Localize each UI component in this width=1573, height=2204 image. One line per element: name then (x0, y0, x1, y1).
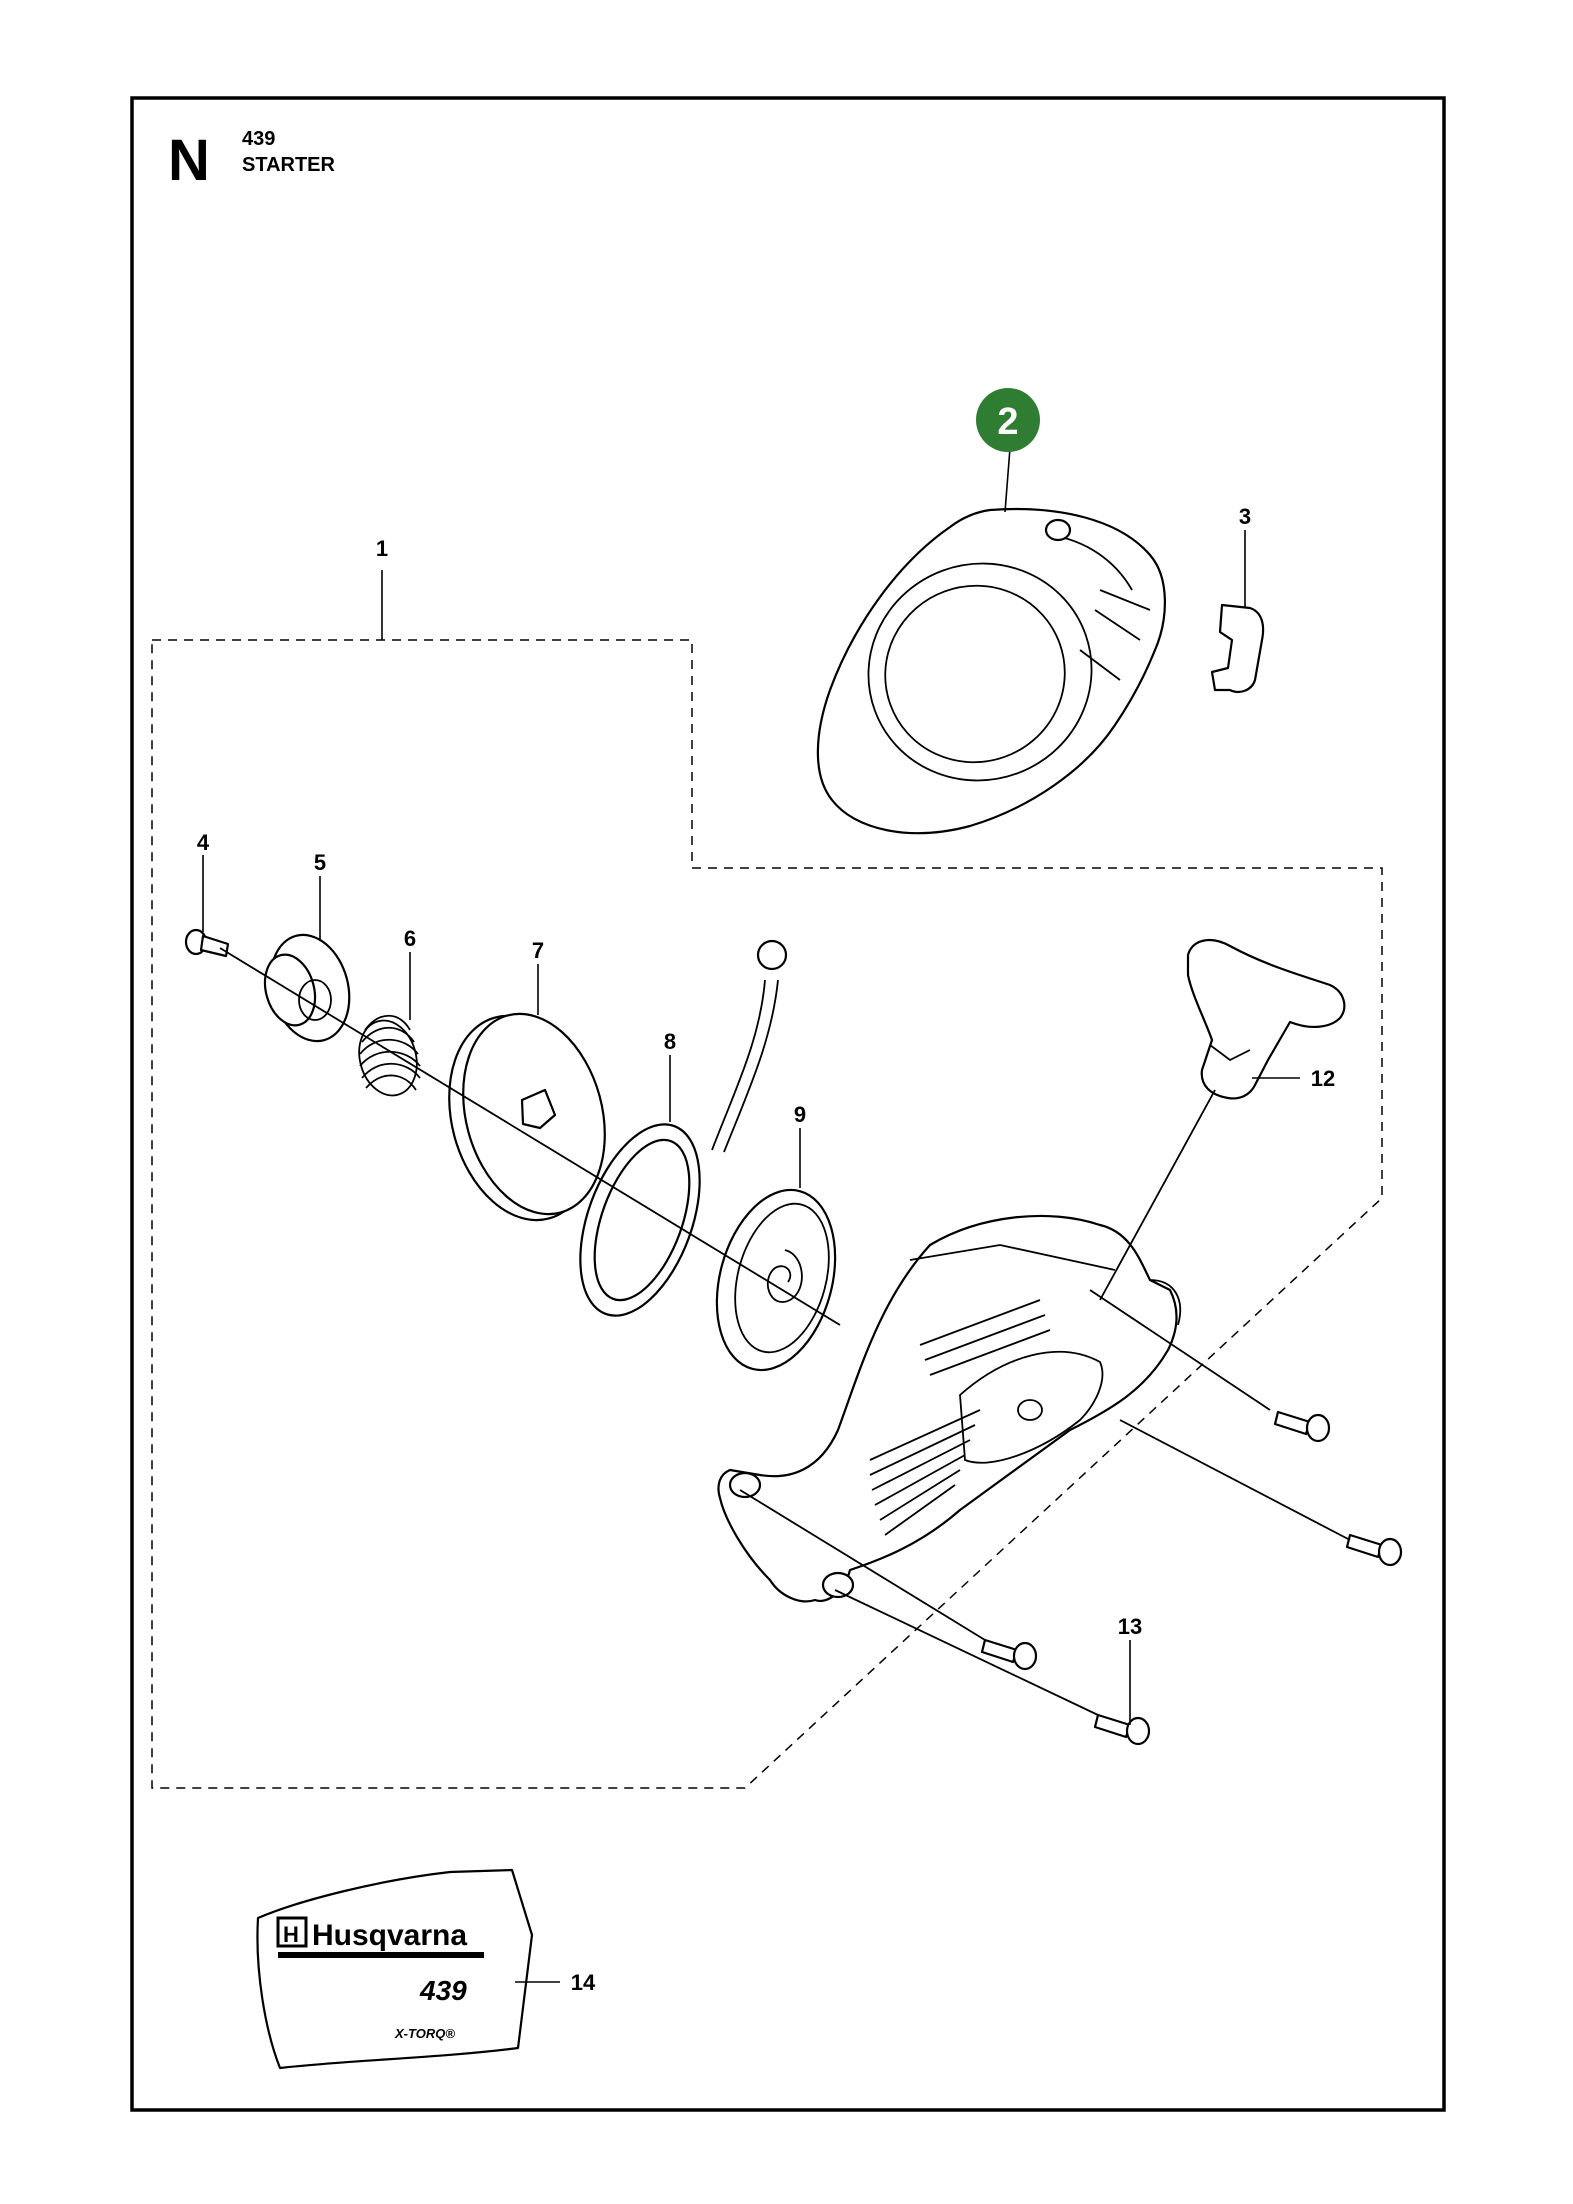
part-6-spring[interactable] (351, 1014, 425, 1102)
part-3-pawl[interactable] (1210, 603, 1265, 694)
highlight-number: 2 (997, 401, 1018, 443)
callout-4[interactable]: 4 (197, 830, 210, 855)
part-13-screw-a[interactable] (1273, 1410, 1331, 1443)
section-letter: N (168, 128, 210, 193)
callout-3[interactable]: 3 (1239, 504, 1251, 529)
decal-brand: Husqvarna (312, 1919, 467, 1952)
part-8-starter-rope[interactable] (557, 939, 788, 1332)
screw-axis-b (1119, 1419, 1351, 1541)
callout-1[interactable]: 1 (376, 536, 388, 561)
screw-axis-a (1089, 1289, 1271, 1411)
callout-13[interactable]: 13 (1118, 1614, 1142, 1639)
callout-9[interactable]: 9 (794, 1102, 806, 1127)
decal-rule (278, 1952, 484, 1958)
highlight-badge (976, 388, 1040, 452)
part-13-screw-c[interactable] (980, 1638, 1038, 1671)
callout-14[interactable]: 14 (571, 1970, 596, 1995)
model-number: 439 (242, 128, 275, 150)
part-9-recoil-spring[interactable] (698, 1177, 854, 1384)
callout-7[interactable]: 7 (532, 938, 544, 963)
part-13-screw-d[interactable] (1093, 1713, 1151, 1746)
svg-text:H: H (283, 1922, 299, 1947)
screw-axis-c (739, 1489, 986, 1641)
callout-8[interactable]: 8 (664, 1029, 676, 1054)
brand-crown-icon: H (276, 1916, 308, 1948)
part-5-pulley-hub[interactable] (258, 926, 361, 1050)
callout-12[interactable]: 12 (1311, 1066, 1335, 1091)
starter-housing[interactable] (717, 1214, 1182, 1603)
part-4-screw[interactable] (184, 928, 230, 958)
decal-tech: X-TORQ® (394, 2026, 455, 2041)
part-2-starter-cover[interactable] (816, 507, 1166, 835)
page-frame (130, 96, 1446, 2112)
callout-5[interactable]: 5 (314, 850, 326, 875)
leader-2 (1004, 447, 1011, 513)
part-7-rope-pulley[interactable] (427, 998, 626, 1237)
part-12-handle[interactable] (1099, 938, 1346, 1301)
section-title: STARTER (242, 154, 336, 176)
callout-6[interactable]: 6 (404, 926, 416, 951)
callout-2-highlight[interactable]: 2 (976, 388, 1040, 452)
decal-model: 439 (419, 1975, 467, 2006)
part-13-screw-b[interactable] (1345, 1533, 1403, 1567)
part-14-decal[interactable]: Husqvarna H 439 X-TORQ® (256, 1868, 534, 2070)
assembly-boundary (151, 639, 1383, 1789)
screw-axis-d (834, 1589, 1099, 1716)
assembly-axis (219, 947, 841, 1326)
